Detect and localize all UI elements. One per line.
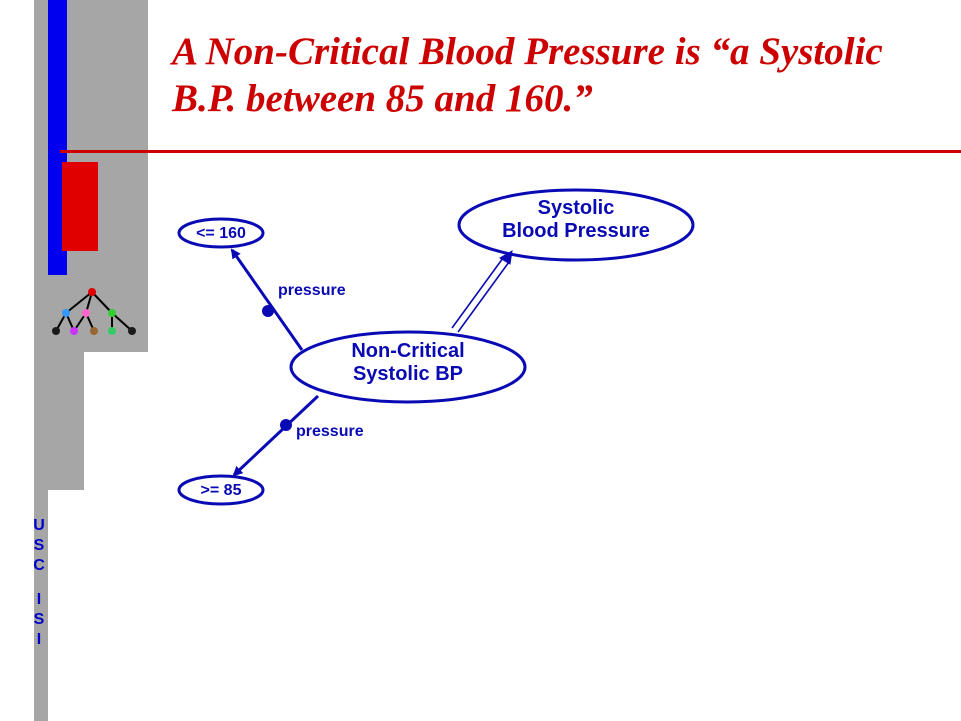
usc-isi-watermark: U S C I S I (28, 516, 50, 650)
edge-upper-label: pressure (278, 282, 346, 299)
tree-logo-icon (52, 288, 136, 335)
header-divider-line (60, 150, 961, 153)
decorative-red-block (62, 162, 98, 251)
node-parent-concept (457, 188, 695, 262)
node-lower-value-label: >= 85 (200, 482, 242, 499)
edge-upper-dot (262, 305, 274, 317)
node-lower-value (177, 474, 265, 506)
slide-title: A Non-Critical Blood Pressure is “a Syst… (172, 30, 883, 120)
edge-lower-pressure (232, 394, 320, 477)
watermark-letter: C (33, 557, 45, 574)
node-upper-value (177, 217, 265, 249)
node-parent-line1: Systolic (537, 197, 615, 219)
node-main-line2: Systolic BP (352, 363, 464, 385)
watermark-letter: U (33, 517, 45, 534)
node-main-concept (289, 330, 527, 404)
edge-lower-dot (280, 419, 292, 431)
edge-upper-pressure (230, 248, 304, 351)
node-upper-value-label: <= 160 (196, 225, 246, 242)
watermark-letter: S (33, 537, 45, 554)
watermark-letter: S (33, 611, 45, 628)
watermark-letter: I (36, 631, 42, 648)
node-main-concept-label: Non-Critical Systolic BP (300, 340, 516, 386)
watermark-letter: I (36, 591, 42, 608)
edge-subclass-of (451, 257, 510, 333)
node-main-line1: Non-Critical (351, 340, 465, 362)
edge-lower-label: pressure (296, 423, 364, 440)
node-parent-concept-label: Systolic Blood Pressure (468, 197, 684, 243)
node-parent-line2: Blood Pressure (502, 220, 650, 242)
decorative-left-gray-strip (34, 0, 48, 721)
